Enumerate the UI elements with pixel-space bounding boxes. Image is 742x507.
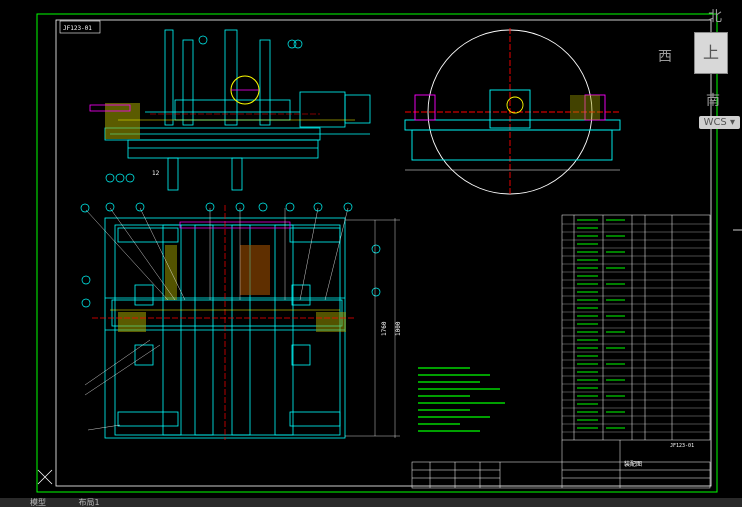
wcs-label[interactable]: WCS (703, 117, 727, 128)
front-view-highlights (89, 75, 355, 139)
title-block-code: JF123-01 (670, 443, 694, 449)
plan-view-balloons (80, 202, 381, 308)
dim-1000: 1000 (395, 321, 402, 336)
outer-frame (36, 13, 718, 493)
block-label: 12 (152, 170, 160, 177)
technical-notes (418, 367, 505, 432)
plan-view-highlights (92, 205, 355, 440)
title-block-name: 装配图 (624, 460, 642, 468)
parts-list (561, 214, 711, 441)
side-view-hatch (570, 95, 600, 120)
tab-model[interactable]: 模型 (30, 498, 46, 507)
parts-list-rows (562, 223, 710, 433)
viewcube-west[interactable]: 西 (658, 49, 672, 65)
parts-list-text (577, 219, 625, 429)
viewcube-top-face[interactable]: 上 (694, 32, 728, 74)
viewcube-south[interactable]: 南 (706, 93, 720, 109)
dropdown-icon: ▾ (729, 117, 735, 128)
wcs-menu[interactable]: WCS ▾ (698, 116, 740, 129)
layout-tabs: 模型 布局1 (0, 498, 742, 507)
front-view-balloons (105, 35, 303, 183)
title-block (411, 440, 711, 489)
viewcube-north[interactable]: 北 (708, 9, 722, 25)
plan-dimensions (345, 218, 400, 438)
plan-view-leaders (84, 207, 349, 431)
viewcube[interactable]: 北 西 上 南 (658, 6, 736, 116)
dim-1760: 1760 (381, 321, 388, 336)
tab-layout1[interactable]: 布局1 (78, 498, 100, 507)
side-view (404, 28, 621, 195)
ucs-icon (37, 469, 53, 485)
inner-frame (55, 19, 712, 487)
front-view (104, 29, 371, 191)
drawing-code: JF123-01 (63, 25, 92, 32)
code-box (59, 20, 101, 34)
